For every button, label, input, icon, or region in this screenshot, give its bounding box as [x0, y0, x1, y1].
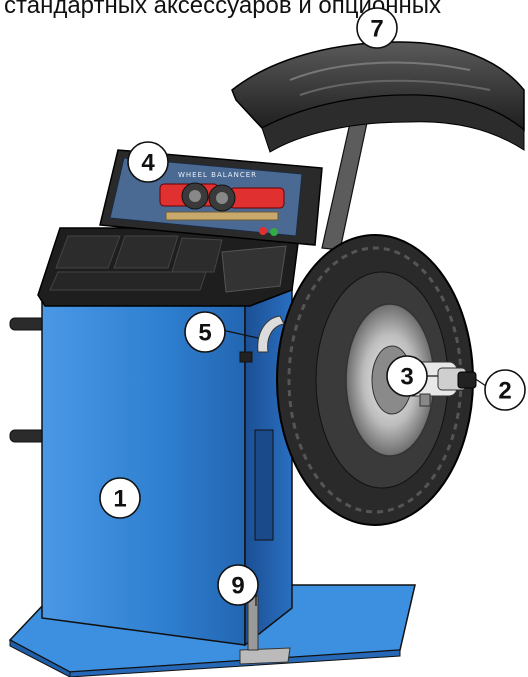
- caption-text: стандартных аксессуаров и опционных: [4, 0, 441, 19]
- callout-circle: [184, 311, 226, 353]
- callout-label: 3: [400, 364, 413, 391]
- callout-wheel-guard: 7: [356, 7, 398, 49]
- callout-circle: [386, 355, 428, 397]
- callout-label: 4: [141, 150, 155, 177]
- wheel-guard: [231, 41, 525, 153]
- callout-circle: [127, 141, 169, 183]
- callout-display-panel: 4: [127, 141, 169, 183]
- accessory-tray: [37, 227, 301, 307]
- callout-label: 2: [498, 378, 511, 405]
- callout-shaft-flange: 3: [386, 355, 428, 397]
- panel-label: WHEEL BALANCER: [178, 171, 257, 179]
- callout-label: 5: [198, 320, 211, 347]
- brake-pedal: [239, 595, 291, 665]
- callout-label: 9: [231, 573, 244, 600]
- callout-circle: [99, 477, 141, 519]
- guard-arm: [321, 113, 369, 251]
- gauge-arm: [257, 315, 285, 353]
- callout-circle: [484, 369, 526, 411]
- callout-brake-pedal: 9: [217, 564, 259, 606]
- callout-base: 1: [99, 477, 141, 519]
- callout-layer: 1 2 3 4 5 7 9: [99, 7, 526, 606]
- callout-quick-nut: 2: [484, 369, 526, 411]
- callout-circle: [356, 7, 398, 49]
- callout-gauge-arm: 5: [184, 311, 226, 353]
- callout-circle: [217, 564, 259, 606]
- callout-label: 7: [370, 16, 383, 43]
- callout-label: 1: [113, 486, 126, 513]
